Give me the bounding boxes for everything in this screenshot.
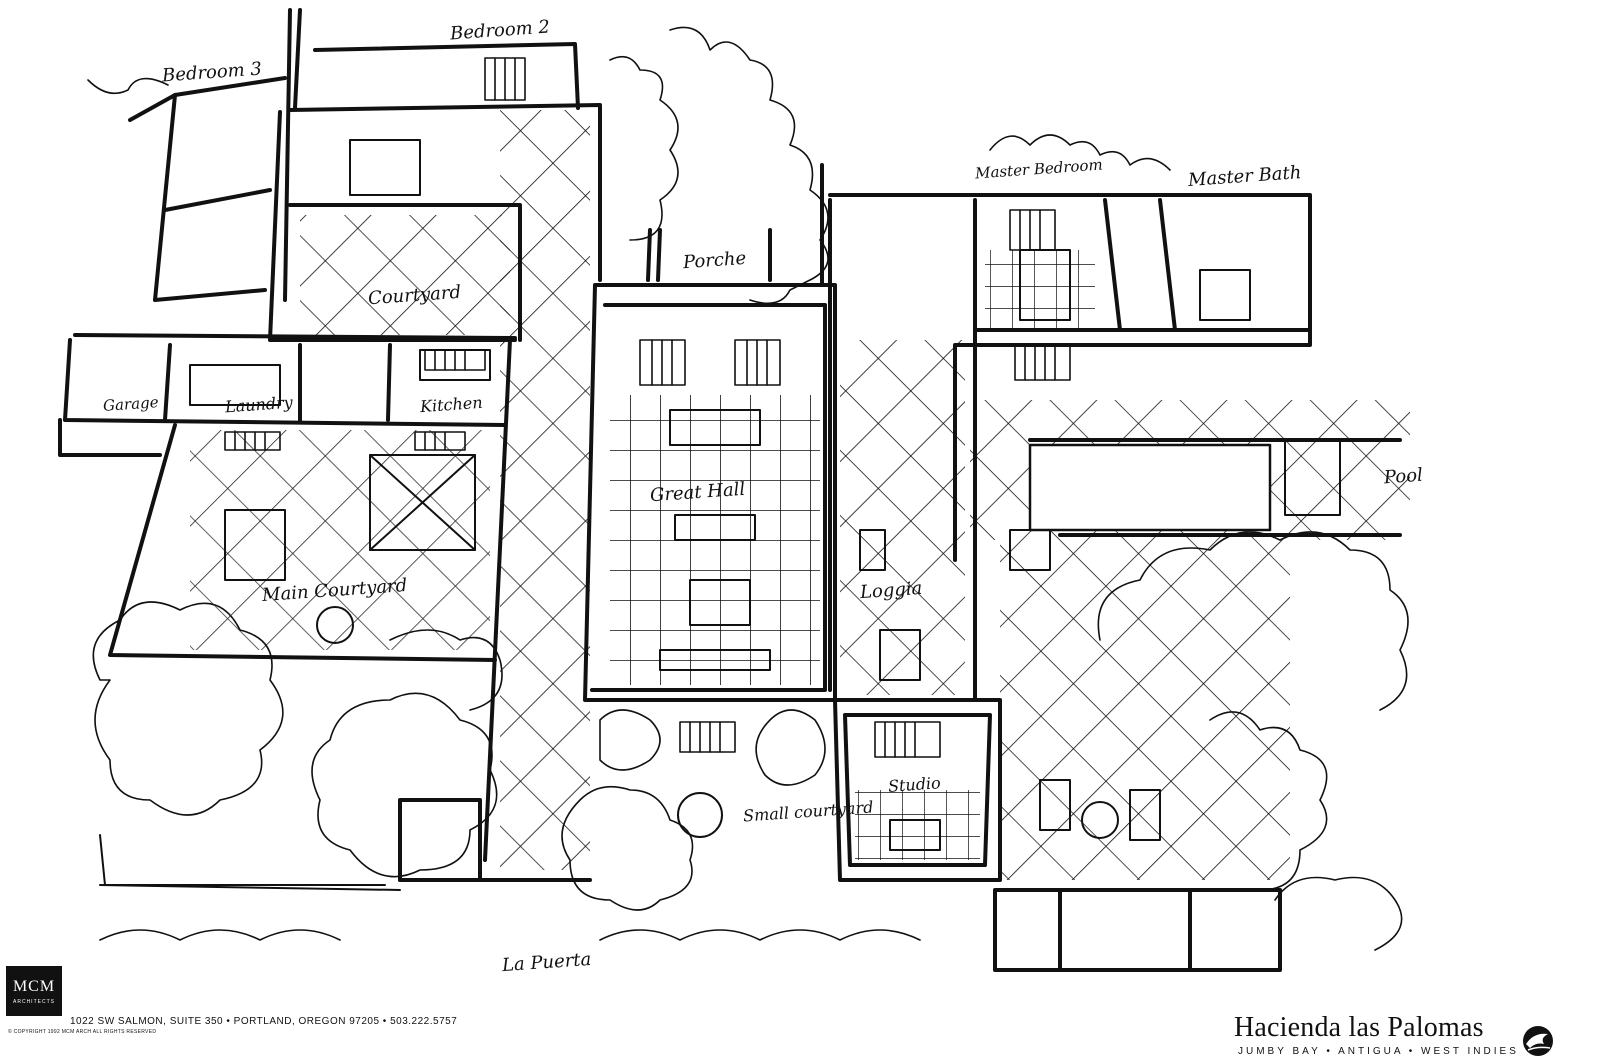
logo-main-text: MCM (12, 978, 56, 995)
label-porche: Porche (682, 247, 747, 274)
project-title: Hacienda las Palomas (1234, 1012, 1484, 1043)
label-loggia: Loggia (859, 577, 923, 604)
label-studio: Studio (887, 773, 942, 796)
logo-sub-text: ARCHITECTS (13, 999, 55, 1005)
label-garage: Garage (102, 393, 160, 415)
copyright-notice: © COPYRIGHT 1992 MCM ARCH ALL RIGHTS RES… (8, 1029, 157, 1035)
tree-canopies (87, 26, 1409, 951)
ground-line (99, 834, 401, 891)
label-pool: Pool (1383, 464, 1424, 489)
project-location: JUMBY BAY • ANTIGUA • WEST INDIES (1238, 1046, 1519, 1057)
dove-icon (1523, 1026, 1553, 1056)
mcm-logo: MCM ARCHITECTS (6, 966, 62, 1016)
firm-address: 1022 SW SALMON, SUITE 350 • PORTLAND, OR… (70, 1016, 458, 1027)
shutters (224, 57, 1071, 758)
furniture (189, 139, 1341, 851)
